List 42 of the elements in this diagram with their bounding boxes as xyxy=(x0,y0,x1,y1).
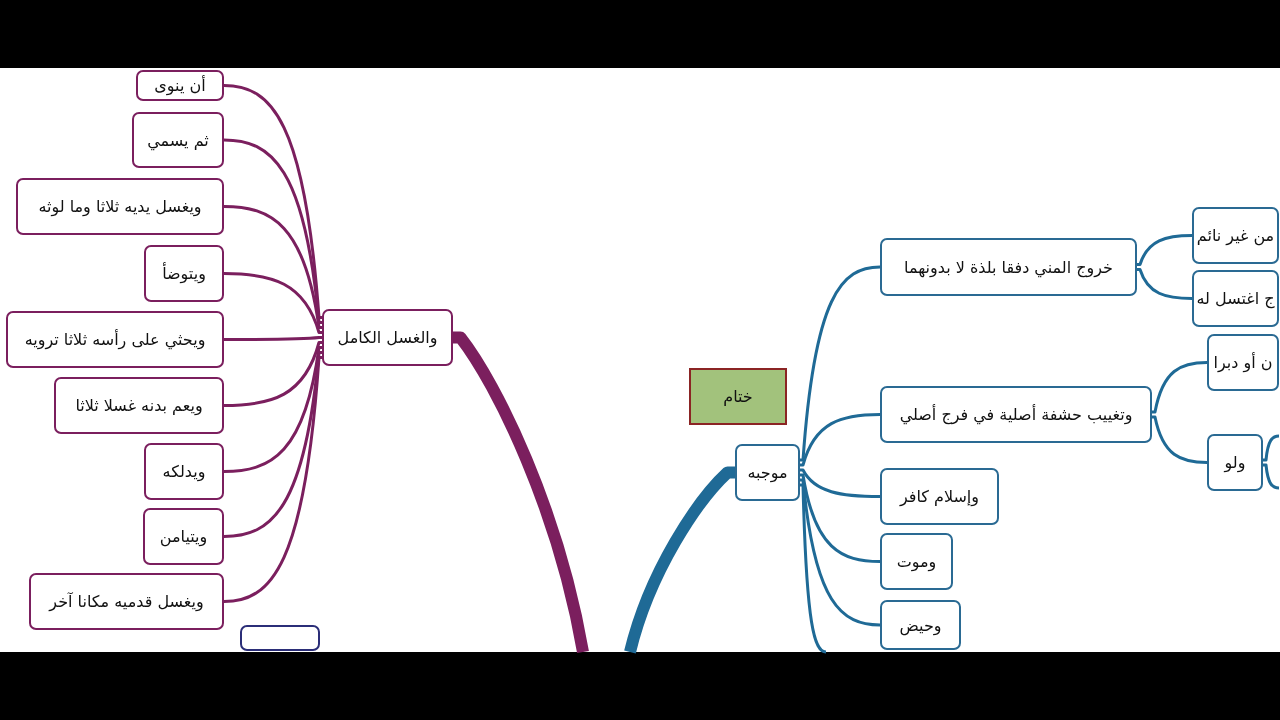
topic-box: ويغسل قدميه مكانا آخر xyxy=(29,573,224,630)
branch-line xyxy=(223,356,322,603)
branch-line xyxy=(223,205,322,329)
topic-box: ويغسل يديه ثلاثا وما لوثه xyxy=(16,178,224,235)
branch-line xyxy=(223,341,322,407)
topic-box: ويحثي على رأسه ثلاثا ترويه xyxy=(6,311,224,368)
branch-line xyxy=(223,272,322,334)
branch-line xyxy=(223,84,322,319)
branch-line xyxy=(800,483,827,654)
branch-line xyxy=(223,346,322,473)
branch-line xyxy=(1152,415,1208,464)
topic-box: من غير نائم xyxy=(1192,207,1279,264)
branch-line xyxy=(1263,463,1280,490)
topic-box: ويتيامن xyxy=(143,508,224,565)
topic-box: وحيض xyxy=(880,600,961,650)
branch-line xyxy=(800,478,881,627)
branch-line xyxy=(224,336,322,341)
topic-box: ويتوضأ xyxy=(144,245,224,302)
branch-line xyxy=(800,473,881,563)
branch-line xyxy=(223,138,322,324)
empty-box xyxy=(240,625,320,651)
branch-line xyxy=(800,413,881,467)
topic-box: ن أو دبرا xyxy=(1207,334,1279,391)
topic-box: أن ينوى xyxy=(136,70,224,101)
branch-line xyxy=(800,468,880,498)
topic-box: ويدلكه xyxy=(144,443,224,500)
branch-line xyxy=(223,351,322,538)
topic-box: خروج المني دفقا بلذة لا بدونهما xyxy=(880,238,1137,296)
topic-box: وإسلام كافر xyxy=(880,468,999,525)
topic-box: وموت xyxy=(880,533,953,590)
branch-line xyxy=(800,265,881,462)
topic-box: ج اغتسل له xyxy=(1192,270,1279,327)
topic-box: ثم يسمي xyxy=(132,112,224,168)
branch-line xyxy=(1137,234,1193,266)
topic-box: موجبه xyxy=(735,444,800,501)
topic-box: ويعم بدنه غسلا ثلاثا xyxy=(54,377,224,434)
title-box: ختام xyxy=(689,368,787,425)
branch-line xyxy=(1263,434,1280,462)
branch-line xyxy=(1137,268,1193,300)
topic-box: والغسل الكامل xyxy=(322,309,453,366)
topic-box: وتغييب حشفة أصلية في فرج أصلي xyxy=(880,386,1152,443)
topic-box: ولو xyxy=(1207,434,1263,491)
